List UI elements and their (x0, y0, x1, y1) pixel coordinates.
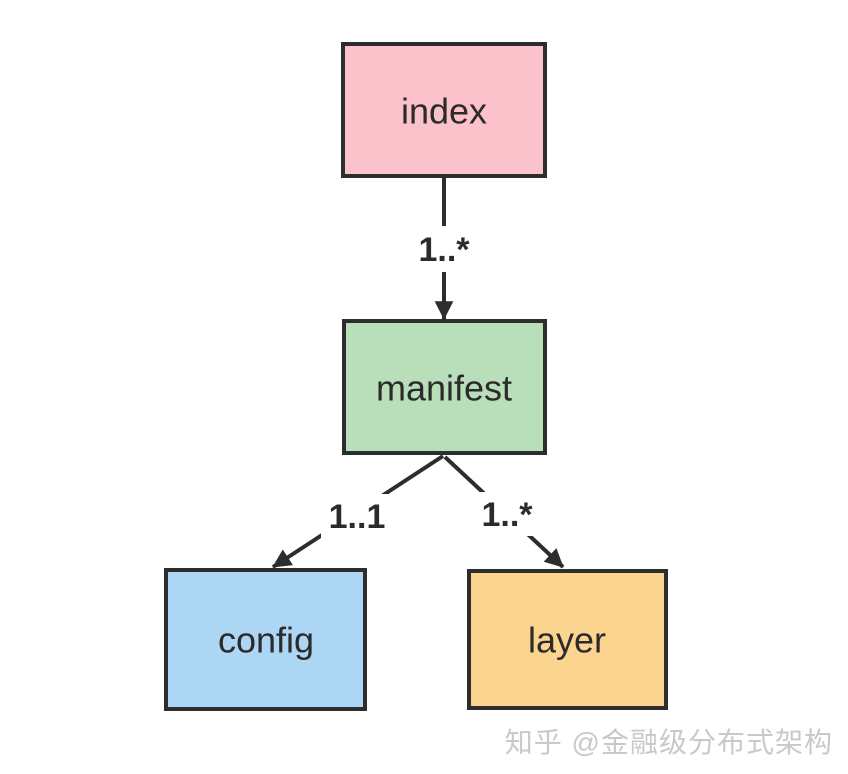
node-index-label: index (401, 91, 487, 132)
node-layer: layer (467, 569, 668, 710)
node-config-label: config (218, 620, 314, 661)
watermark-text: 知乎 @金融级分布式架构 (505, 727, 833, 758)
edge-label-index-manifest: 1..* (410, 226, 478, 272)
edge-label-manifest-config: 1..1 (321, 494, 393, 538)
node-config: config (164, 568, 367, 711)
edge-label-manifest-layer: 1..* (472, 492, 542, 536)
edge-label-bg (321, 494, 393, 538)
node-manifest-label: manifest (376, 368, 512, 409)
node-manifest-box (342, 319, 547, 455)
edge-label-bg (472, 492, 542, 536)
edge-label-manifest-layer-text: 1..* (481, 496, 533, 534)
node-config-box (164, 568, 367, 711)
edge-label-bg (410, 226, 478, 272)
edge-label-manifest-config-text: 1..1 (329, 498, 386, 536)
node-index-box (341, 42, 547, 178)
edge-label-index-manifest-text: 1..* (418, 231, 470, 269)
node-manifest: manifest (342, 319, 547, 455)
node-layer-box (467, 569, 668, 710)
node-index: index (341, 42, 547, 178)
node-layer-label: layer (528, 620, 606, 661)
